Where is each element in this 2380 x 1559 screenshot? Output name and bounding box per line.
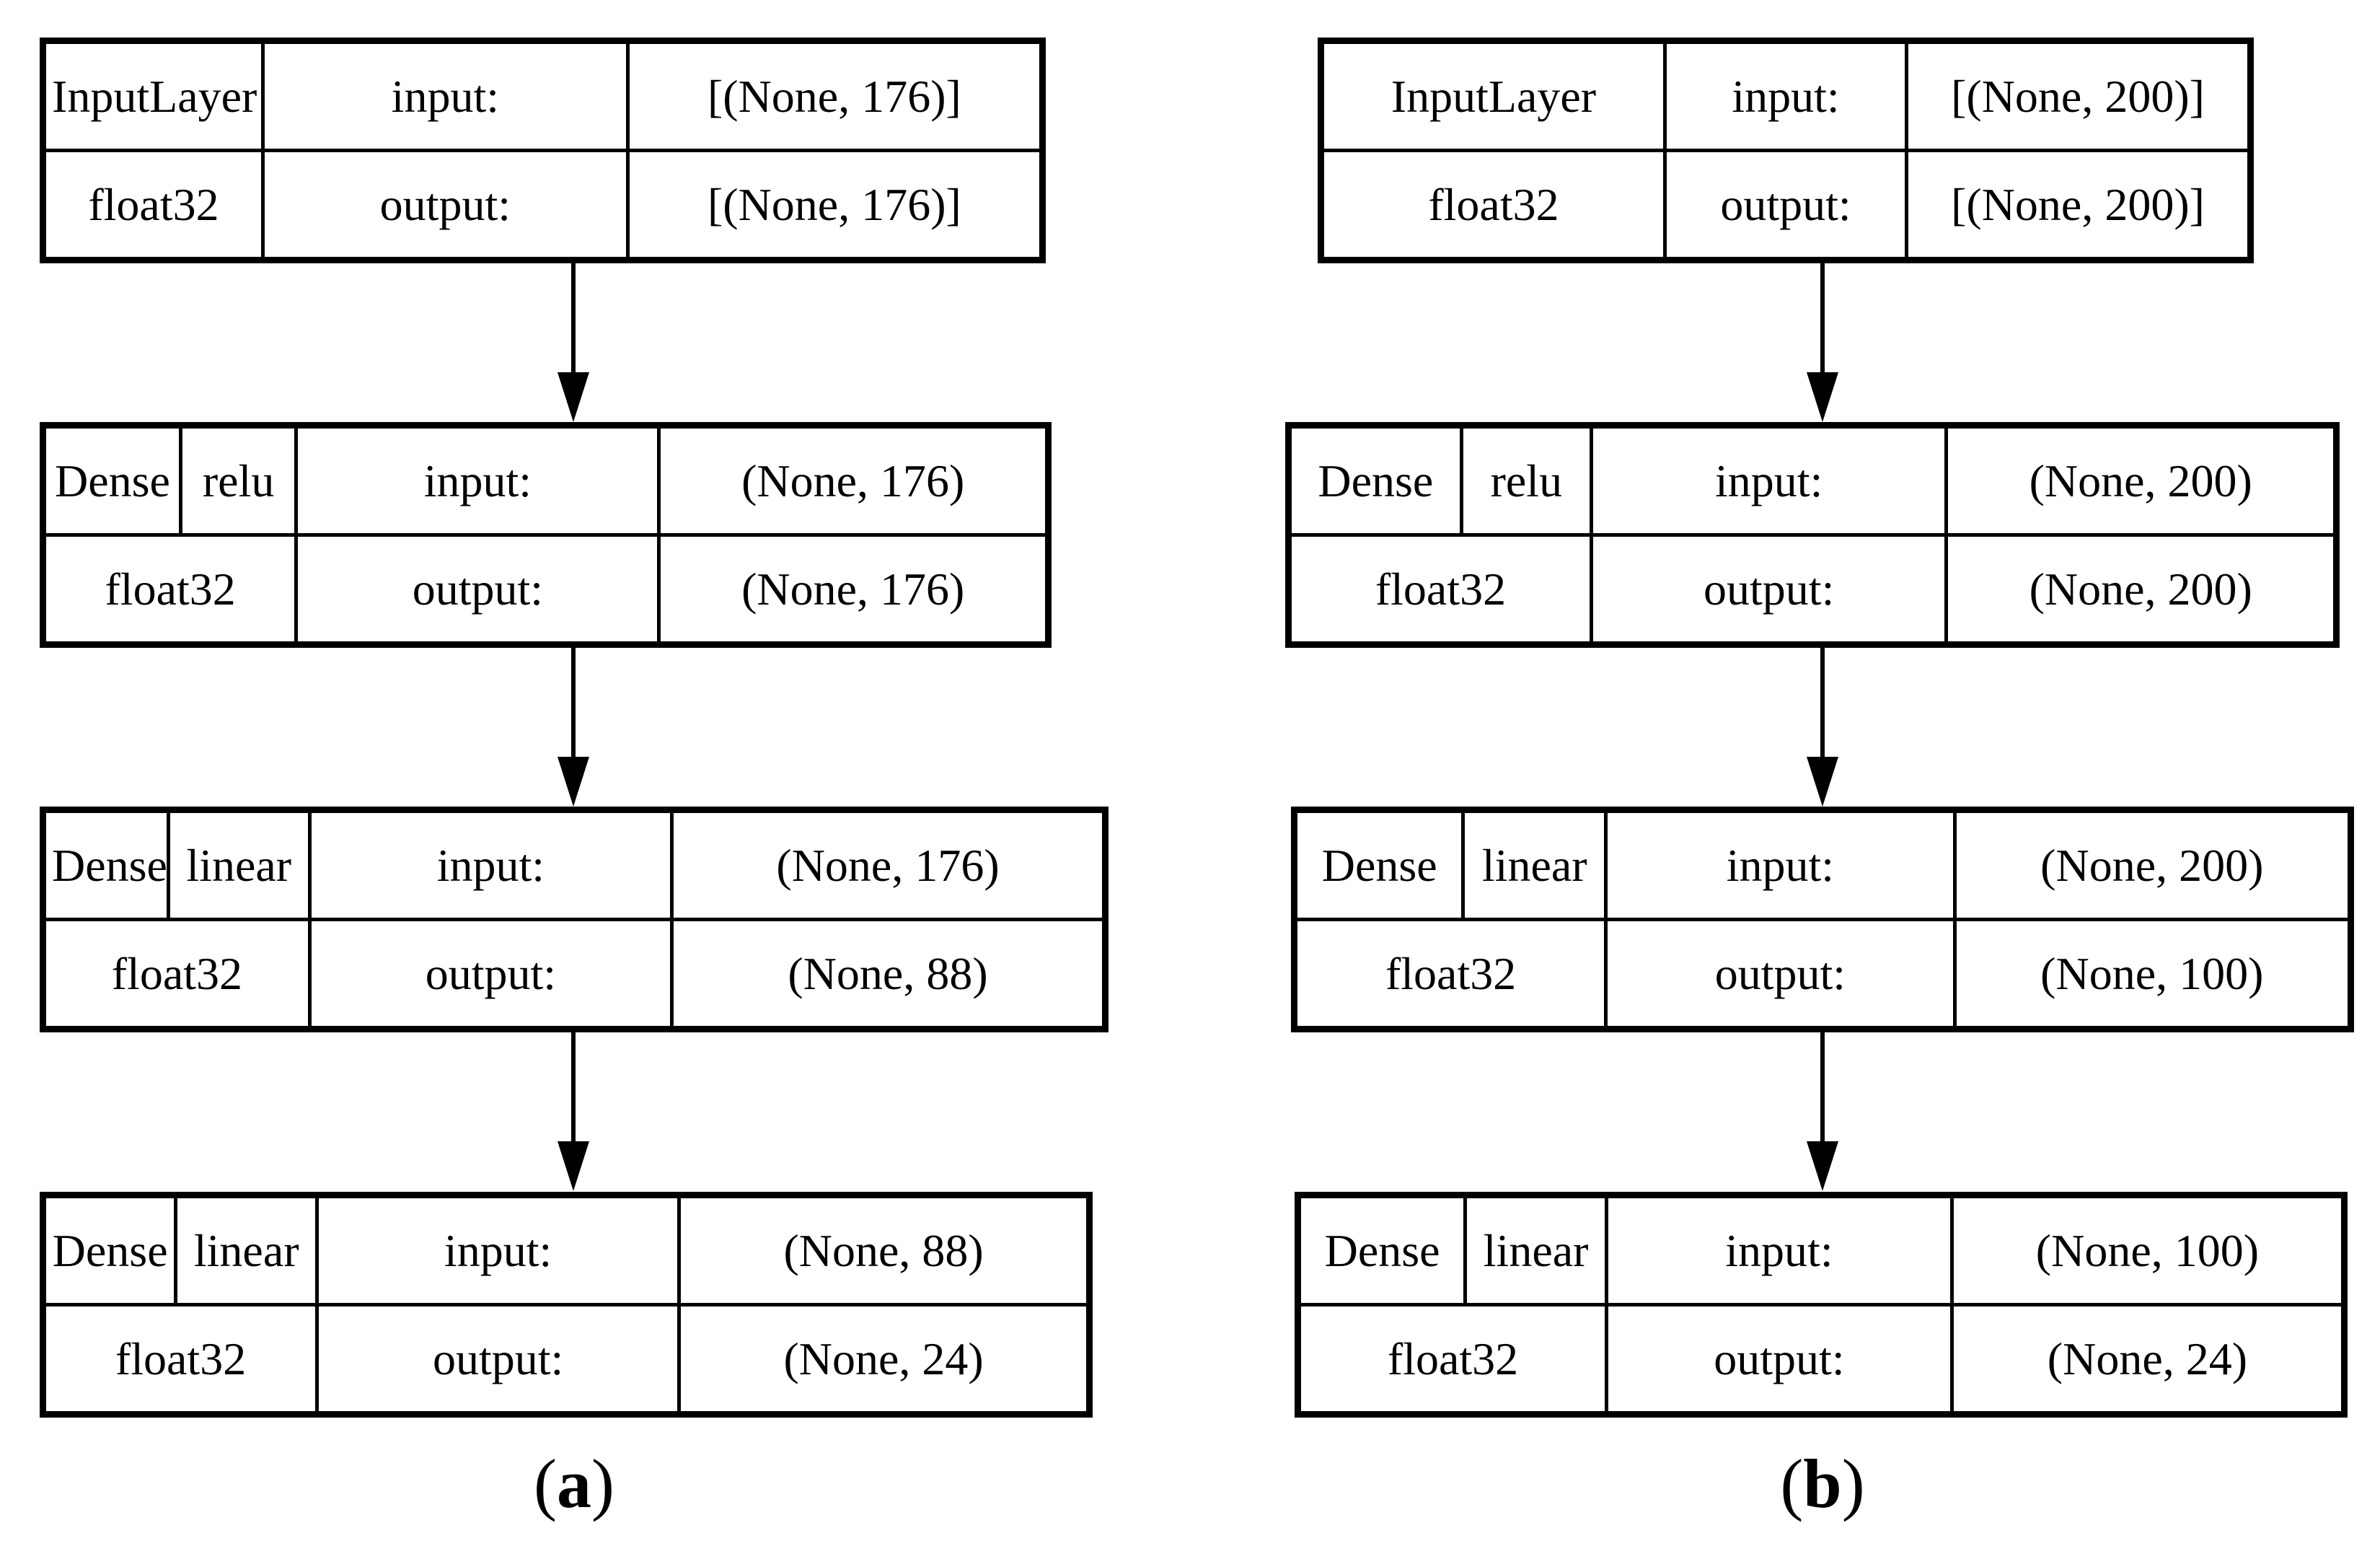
output-shape-cell: (None, 200) [1944,533,2338,646]
activation-cell: relu [1459,423,1593,537]
activation-cell: linear [166,808,312,921]
input-shape-cell: (None, 200) [1944,423,2338,537]
output-shape-cell: (None, 100) [1952,918,2353,1031]
layer-node-dense-linear-2: Dense linear input: (None, 88) float32 o… [40,1192,1093,1418]
output-shape-cell: (None, 88) [670,918,1107,1031]
input-label-cell: input: [294,423,661,537]
input-shape-cell: [(None, 200)] [1905,39,2252,152]
input-label-cell: input: [315,1193,682,1307]
dtype-cell: float32 [40,1303,319,1416]
input-shape-cell: (None, 200) [1952,808,2353,921]
output-label-cell: output: [1604,918,1957,1031]
output-label-cell: output: [1589,533,1949,646]
layer-type-cell: Dense [1292,808,1466,921]
layer-type-cell: Dense [41,423,182,537]
layer-node-dense-linear-2: Dense linear input: (None, 100) float32 … [1295,1192,2348,1418]
layer-type-cell: Dense [40,1193,178,1307]
layer-node-inputlayer: InputLayer input: [(None, 200)] float32 … [1318,38,2254,263]
dtype-cell: float32 [1319,149,1667,262]
input-shape-cell: (None, 176) [670,808,1107,921]
layer-type-cell: InputLayer [41,39,265,152]
layer-node-inputlayer: InputLayer input: [(None, 176)] float32 … [40,38,1046,263]
dtype-cell: float32 [41,918,312,1031]
flow-arrow-icon [557,263,589,422]
layer-node-dense-linear-1: Dense linear input: (None, 176) float32 … [40,807,1109,1032]
flow-arrow-icon [557,647,589,807]
input-label-cell: input: [1604,808,1957,921]
activation-cell: linear [174,1193,319,1307]
dtype-cell: float32 [1295,1303,1609,1416]
layer-type-cell: Dense [1295,1193,1468,1307]
activation-cell: relu [178,423,299,537]
input-shape-cell: [(None, 176)] [625,39,1045,152]
output-label-cell: output: [1605,1303,1954,1416]
output-label-cell: output: [260,149,630,262]
output-shape-cell: [(None, 200)] [1905,149,2252,262]
subfigure-caption-a: (a) [534,1445,614,1522]
input-label-cell: input: [1662,39,1909,152]
flow-arrow-icon [1807,263,1838,422]
input-label-cell: input: [307,808,674,921]
subfigure-caption-b: (b) [1780,1445,1865,1522]
input-shape-cell: (None, 176) [657,423,1050,537]
input-label-cell: input: [1589,423,1949,537]
flow-arrow-icon [557,1032,589,1191]
input-label-cell: input: [260,39,630,152]
dtype-cell: float32 [40,533,299,646]
output-shape-cell: (None, 24) [1949,1303,2347,1416]
output-label-cell: output: [1662,149,1909,262]
output-label-cell: output: [315,1303,682,1416]
input-shape-cell: (None, 88) [677,1193,1091,1307]
dtype-cell: float32 [1287,533,1593,646]
model-diagram-a: InputLayer input: [(None, 176)] float32 … [40,38,1109,1553]
layer-node-dense-linear-1: Dense linear input: (None, 200) float32 … [1291,807,2354,1032]
output-label-cell: output: [307,918,674,1031]
output-shape-cell: (None, 176) [657,533,1050,646]
flow-arrow-icon [1807,1032,1838,1191]
activation-cell: linear [1463,1193,1609,1307]
dtype-cell: float32 [1292,918,1608,1031]
layer-node-dense-relu: Dense relu input: (None, 200) float32 ou… [1285,422,2340,648]
input-shape-cell: (None, 100) [1949,1193,2347,1307]
layer-node-dense-relu: Dense relu input: (None, 176) float32 ou… [40,422,1052,648]
layer-type-cell: Dense [1287,423,1463,537]
activation-cell: linear [1461,808,1608,921]
layer-type-cell: Dense [41,808,170,921]
output-shape-cell: (None, 24) [677,1303,1091,1416]
output-label-cell: output: [294,533,661,646]
flow-arrow-icon [1807,647,1838,807]
dtype-cell: float32 [41,149,265,262]
output-shape-cell: [(None, 176)] [625,149,1045,262]
model-diagram-b: InputLayer input: [(None, 200)] float32 … [1285,38,2360,1553]
layer-type-cell: InputLayer [1319,39,1667,152]
input-label-cell: input: [1605,1193,1954,1307]
